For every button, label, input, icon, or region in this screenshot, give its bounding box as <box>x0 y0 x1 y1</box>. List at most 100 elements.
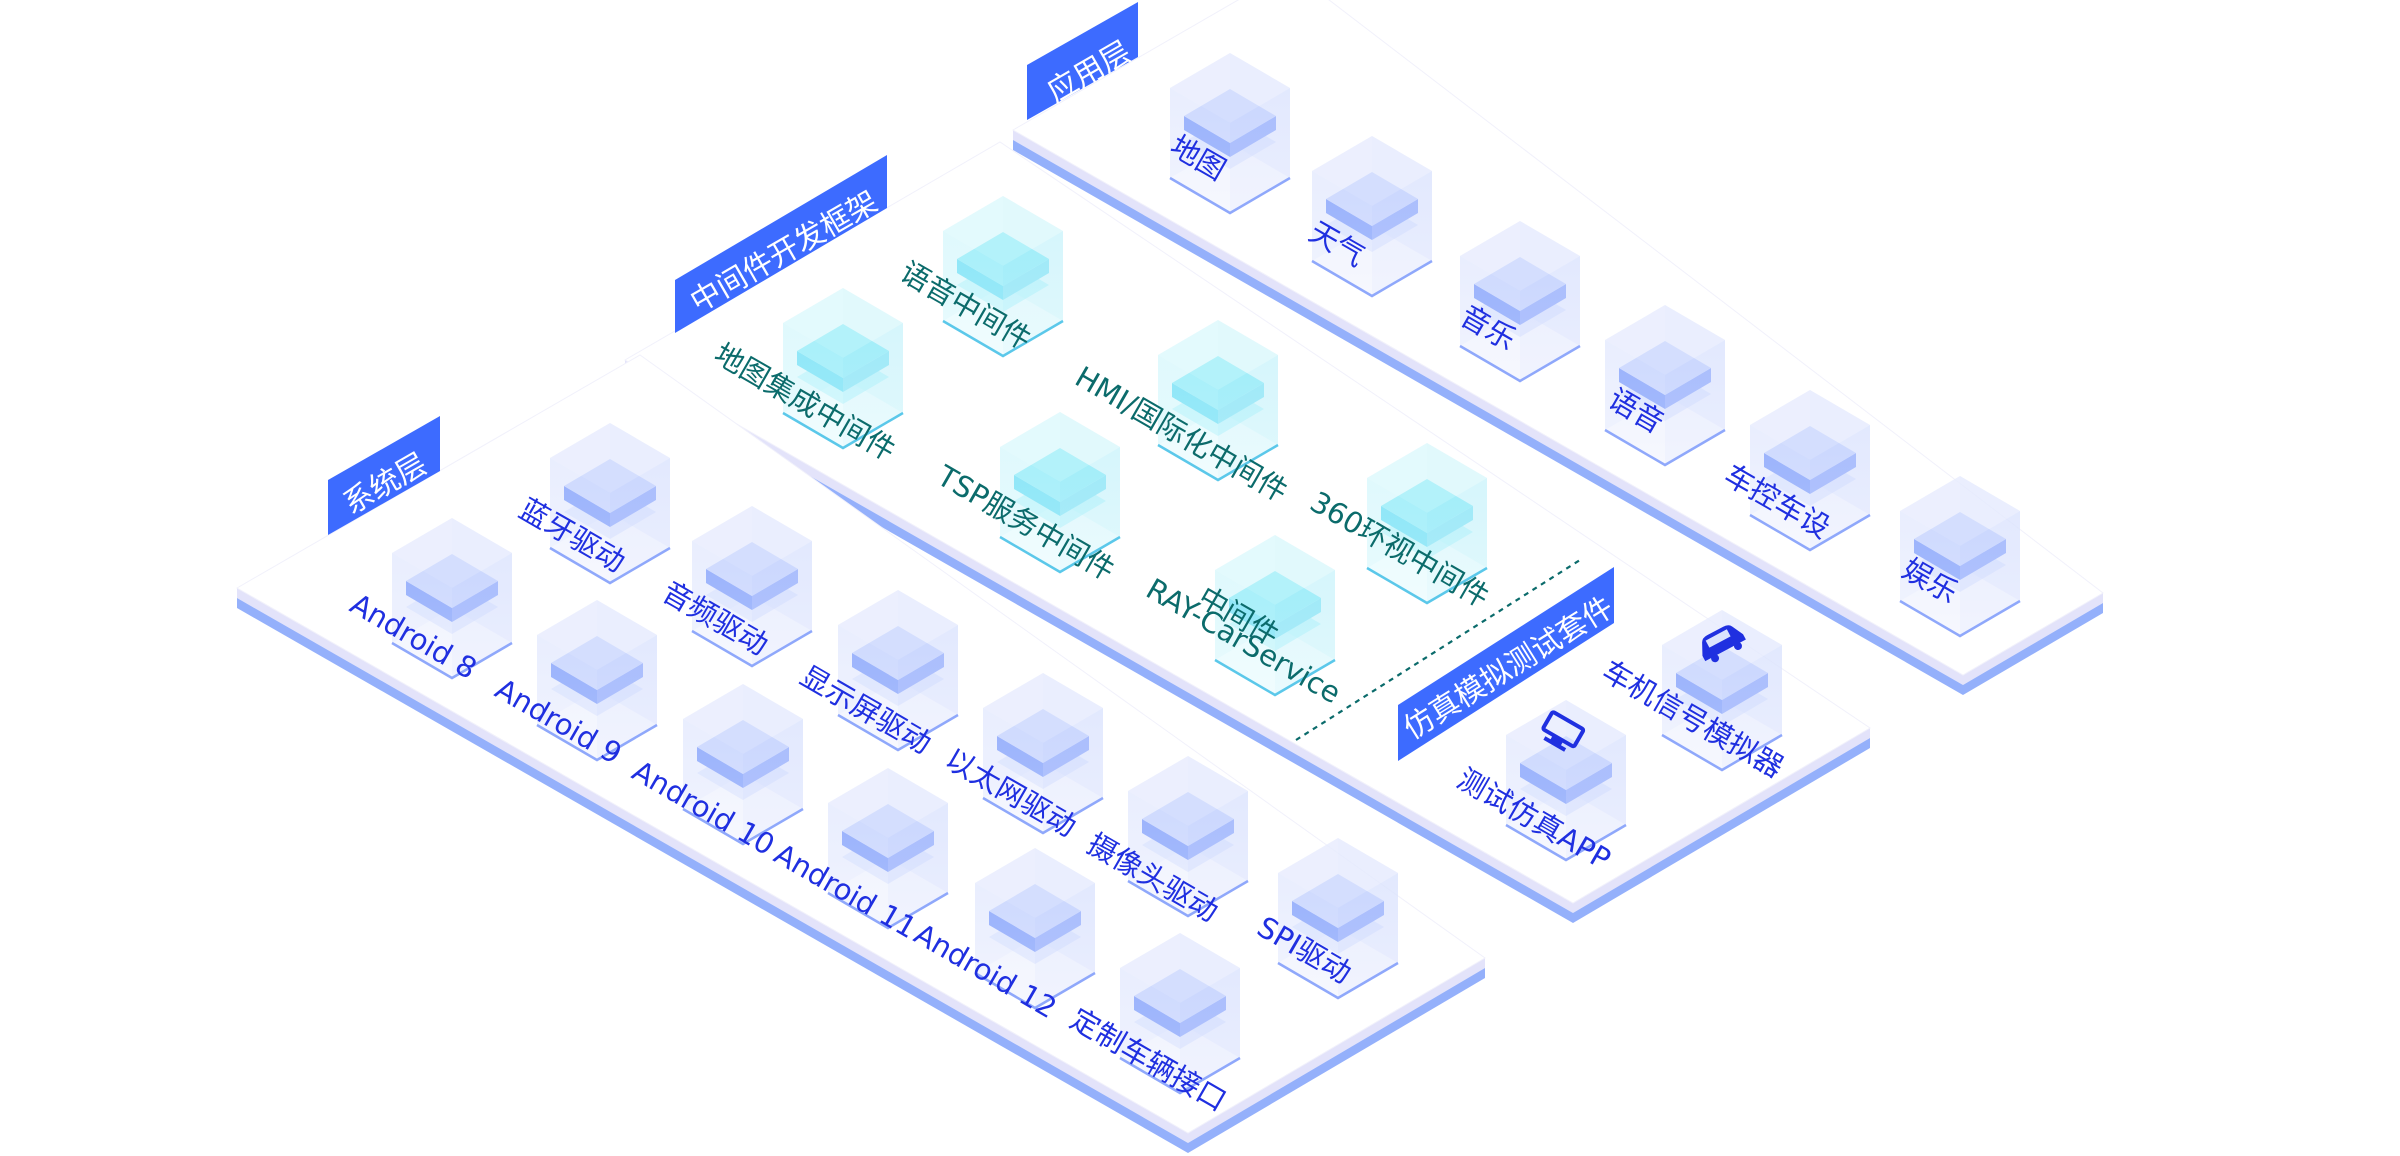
cube-face-top <box>838 590 958 660</box>
platform-system-side-right-upper <box>1188 958 1485 1143</box>
cube-face-left <box>943 231 1003 356</box>
cube-face-left <box>1278 873 1338 998</box>
cube-face-left <box>1662 645 1722 770</box>
cube-application-4 <box>1749 390 1871 552</box>
cube-face-left <box>1605 340 1665 465</box>
platform-middleware-side-left-lower <box>625 370 1573 923</box>
cube-base-edge <box>782 411 904 450</box>
cube-base-edge <box>1119 1056 1241 1095</box>
cube-face-right <box>1566 735 1626 860</box>
cube-base-edge <box>999 535 1121 574</box>
cube-system-11 <box>1119 933 1241 1095</box>
cube-face-left <box>1170 88 1230 213</box>
cube-face-left <box>1128 791 1188 916</box>
cube-application-3 <box>1604 305 1726 467</box>
cube-face-left <box>1312 171 1372 296</box>
platform-system-side-left-lower <box>237 598 1188 1153</box>
cube-face-right <box>1665 340 1725 465</box>
cube-base-edge <box>536 723 658 762</box>
platform-application-side-right-upper <box>1963 593 2103 685</box>
cube-face-top <box>943 196 1063 266</box>
cube-face-top <box>1750 390 1870 460</box>
cube-face-top <box>783 288 903 358</box>
cube-base-edge <box>1277 961 1399 1000</box>
cube-application-2 <box>1459 221 1581 383</box>
cube-face-left <box>1506 735 1566 860</box>
cube-base-edge <box>942 319 1064 358</box>
cube-base-edge <box>1459 344 1581 383</box>
cube-system-2 <box>691 506 813 668</box>
cube-system-6 <box>982 673 1104 835</box>
cube-face-right <box>1003 231 1063 356</box>
cube-simulation-1 <box>1505 700 1627 862</box>
cube-face-top <box>1900 476 2020 546</box>
cube-face-right <box>843 323 903 448</box>
platform-system-side-left-upper <box>237 588 1188 1143</box>
monitor-icon <box>1541 710 1586 752</box>
cube-face-top <box>683 684 803 754</box>
cube-base-edge <box>982 796 1104 835</box>
cube-face-top <box>1278 838 1398 908</box>
cube-face-top <box>1460 221 1580 291</box>
cube-face-left <box>1750 425 1810 550</box>
cube-face-top <box>1128 756 1248 826</box>
cube-base-edge <box>974 971 1096 1010</box>
cube-face-right <box>1218 355 1278 480</box>
cube-base-edge <box>1169 176 1291 215</box>
cube-face-top <box>1000 412 1120 482</box>
cube-face-left <box>1000 447 1060 572</box>
cube-face-right <box>1722 645 1782 770</box>
cube-application-1 <box>1311 136 1433 298</box>
cube-middleware-3 <box>999 412 1121 574</box>
cube-face-left <box>1900 511 1960 636</box>
cube-face-top <box>550 423 670 493</box>
platform-application-side-left-lower <box>1013 140 1963 695</box>
cube-face-right <box>888 803 948 928</box>
platform-middleware-side-left-upper <box>625 360 1573 913</box>
cube-face-right <box>1520 256 1580 381</box>
cube-face-top <box>392 518 512 588</box>
cube-base-edge <box>682 807 804 846</box>
platform-middleware-side-right-upper <box>1573 728 1870 913</box>
cube-face-left <box>783 323 843 448</box>
cube-system-9 <box>974 848 1096 1010</box>
cube-system-0 <box>549 423 671 585</box>
cube-application-5 <box>1899 476 2021 638</box>
cube-face-right <box>1372 171 1432 296</box>
cube-face-right <box>1810 425 1870 550</box>
cube-face-right <box>597 635 657 760</box>
cube-base-edge <box>1899 599 2021 638</box>
cube-face-top <box>537 600 657 670</box>
cube-face-left <box>550 458 610 583</box>
cube-face-left <box>838 625 898 750</box>
cube-middleware-4 <box>1366 443 1488 605</box>
cube-system-8 <box>1127 756 1249 918</box>
cube-system-1 <box>391 518 513 680</box>
cube-system-7 <box>827 768 949 930</box>
cube-base-edge <box>549 546 671 585</box>
platform-application-side-right-lower <box>1963 603 2103 695</box>
cube-face-top <box>1312 136 1432 206</box>
cube-simulation-0 <box>1661 610 1783 772</box>
platform-system-side-right-lower <box>1188 968 1485 1153</box>
cube-face-left <box>683 719 743 844</box>
cube-face-left <box>828 803 888 928</box>
cube-face-top <box>1367 443 1487 513</box>
cube-base-edge <box>1604 428 1726 467</box>
cube-face-right <box>1427 478 1487 603</box>
cube-face-top <box>975 848 1095 918</box>
cube-face-right <box>1230 88 1290 213</box>
cube-face-right <box>610 458 670 583</box>
car-icon <box>1702 625 1746 663</box>
cube-layer <box>391 53 2021 1095</box>
cube-base-edge <box>837 713 959 752</box>
cube-system-4 <box>837 590 959 752</box>
cube-middleware-0 <box>942 196 1064 358</box>
cube-system-10 <box>1277 838 1399 1000</box>
cube-face-top <box>1170 53 1290 123</box>
cube-face-left <box>983 708 1043 833</box>
cube-face-top <box>1120 933 1240 1003</box>
cube-face-top <box>1215 535 1335 605</box>
cube-face-right <box>452 553 512 678</box>
